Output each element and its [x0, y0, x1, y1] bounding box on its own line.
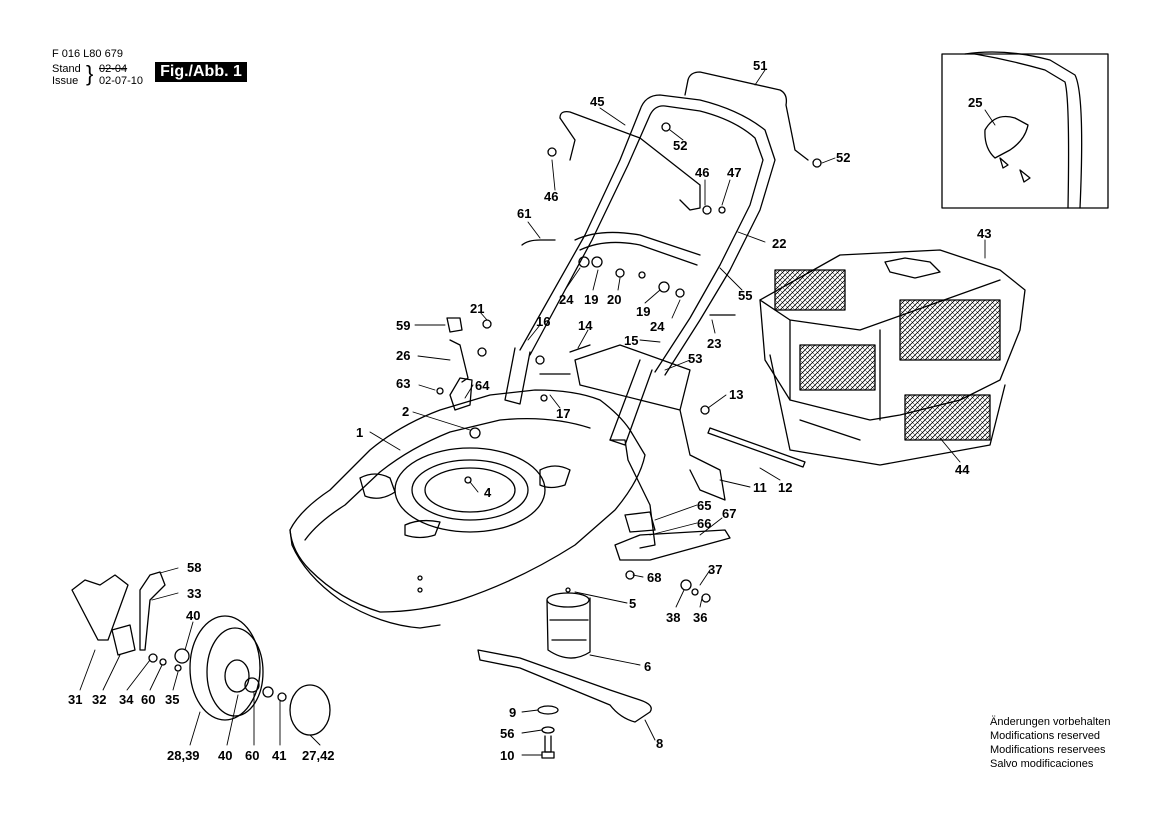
callout-28-39: 28,39 — [167, 748, 200, 763]
callout-58: 58 — [187, 560, 201, 575]
callout-33: 33 — [187, 586, 201, 601]
callout-53: 53 — [688, 351, 702, 366]
callout-19a: 19 — [584, 292, 598, 307]
callout-2: 2 — [402, 404, 409, 419]
callout-8: 8 — [656, 736, 663, 751]
callout-27-42: 27,42 — [302, 748, 335, 763]
callout-22: 22 — [772, 236, 786, 251]
callout-19b: 19 — [636, 304, 650, 319]
old-date-struck: 02-04 — [99, 63, 128, 75]
callout-20: 20 — [607, 292, 621, 307]
callout-13: 13 — [729, 387, 743, 402]
height-lever-parts — [446, 317, 473, 411]
axle-rod-12 — [707, 427, 806, 468]
handle-22 — [504, 94, 776, 446]
blade-fasteners — [537, 705, 559, 759]
callout-25: 25 — [968, 95, 982, 110]
callout-43: 43 — [977, 226, 991, 241]
callout-40b: 40 — [218, 748, 232, 763]
blade-8 — [477, 649, 652, 723]
front-wheel-assembly — [71, 571, 331, 736]
header-brace: } — [86, 61, 94, 86]
callout-14: 14 — [578, 318, 593, 333]
stand-label: Stand — [52, 63, 81, 75]
issue-label: Issue — [52, 75, 79, 87]
callout-10: 10 — [500, 748, 514, 763]
callout-31: 31 — [68, 692, 82, 707]
callout-24b: 24 — [650, 319, 665, 334]
note-fr: Modifications reservees — [990, 744, 1106, 756]
callout-1: 1 — [356, 425, 363, 440]
callout-9: 9 — [509, 705, 516, 720]
blade-adapter-6 — [546, 587, 591, 659]
callout-24a: 24 — [559, 292, 574, 307]
mower-deck-1 — [289, 344, 726, 629]
grass-catcher-43-44 — [759, 249, 1026, 466]
callout-36: 36 — [693, 610, 707, 625]
note-es: Salvo modificaciones — [990, 758, 1094, 770]
callout-59: 59 — [396, 318, 410, 333]
callout-4: 4 — [484, 485, 492, 500]
callout-38: 38 — [666, 610, 680, 625]
callout-15: 15 — [624, 333, 638, 348]
callout-63: 63 — [396, 376, 410, 391]
figure-label: Fig./Abb. 1 — [155, 62, 247, 82]
callout-52a: 52 — [673, 138, 687, 153]
callout-56: 56 — [500, 726, 514, 741]
callout-41: 41 — [272, 748, 286, 763]
callout-34: 34 — [119, 692, 134, 707]
cable-45 — [559, 110, 701, 211]
callout-40a: 40 — [186, 608, 200, 623]
callout-52b: 52 — [836, 150, 850, 165]
leader-lines — [79, 69, 996, 756]
callout-37: 37 — [708, 562, 722, 577]
issue-date: 02-07-10 — [99, 75, 144, 87]
inset-detail-box — [941, 51, 1109, 209]
plate-66-67 — [614, 529, 731, 561]
callout-46a: 46 — [544, 189, 558, 204]
callout-23: 23 — [707, 336, 721, 351]
note-de: Änderungen vorbehalten — [990, 716, 1111, 728]
callout-16: 16 — [536, 314, 550, 329]
callout-44: 44 — [955, 462, 970, 477]
callout-47: 47 — [727, 165, 741, 180]
callout-11: 11 — [753, 480, 767, 495]
note-en: Modifications reserved — [990, 730, 1101, 742]
callout-51: 51 — [753, 58, 767, 73]
callout-35: 35 — [165, 692, 179, 707]
callout-5: 5 — [629, 596, 636, 611]
callout-21: 21 — [470, 301, 484, 316]
callout-66: 66 — [697, 516, 711, 531]
callout-60b: 60 — [245, 748, 259, 763]
fasteners — [436, 122, 822, 603]
callout-64: 64 — [475, 378, 490, 393]
callout-17: 17 — [556, 406, 570, 421]
callout-60a: 60 — [141, 692, 155, 707]
document-number: F 016 L80 679 — [52, 48, 123, 60]
callout-6: 6 — [644, 659, 651, 674]
bail-bar-51 — [687, 71, 809, 161]
modifications-notice: Änderungen vorbehalten Modifications res… — [990, 715, 1110, 771]
callout-67: 67 — [722, 506, 736, 521]
part-callouts: 1 2 4 5 6 8 9 10 11 12 13 14 15 16 17 19… — [68, 58, 991, 763]
callout-32: 32 — [92, 692, 106, 707]
callout-68: 68 — [647, 570, 661, 585]
callout-55: 55 — [738, 288, 752, 303]
callout-46b: 46 — [695, 165, 709, 180]
callout-45: 45 — [590, 94, 604, 109]
callout-26: 26 — [396, 348, 410, 363]
callout-12: 12 — [778, 480, 792, 495]
knob-25-icon — [984, 115, 1029, 159]
callout-61: 61 — [517, 206, 531, 221]
callout-65: 65 — [697, 498, 711, 513]
